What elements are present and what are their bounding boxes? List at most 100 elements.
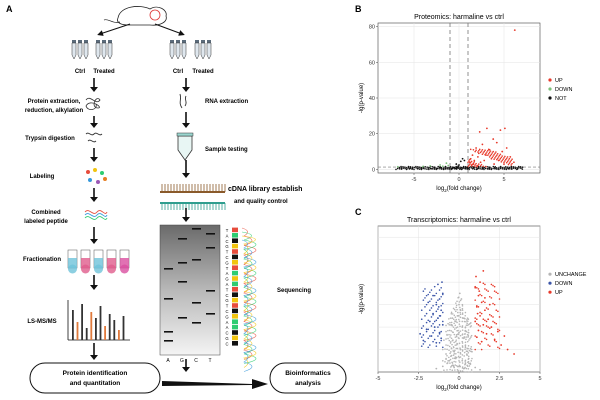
data-point-unchange <box>446 362 449 364</box>
data-point-up <box>488 295 491 298</box>
data-point-up <box>477 152 480 155</box>
data-point-not <box>462 167 465 169</box>
cdna-library-icon <box>160 184 226 210</box>
data-point-down <box>430 307 433 309</box>
data-point-up <box>493 285 496 288</box>
step-fractionation: Fractionation <box>23 257 61 263</box>
data-point-down <box>441 281 443 284</box>
data-point-unchange <box>468 349 471 352</box>
data-point-not <box>486 167 489 170</box>
data-point-down <box>419 332 422 335</box>
data-point-down <box>435 310 438 313</box>
data-point-not <box>510 168 513 170</box>
sample-tube-icon <box>83 40 89 60</box>
data-point-up <box>484 288 486 290</box>
data-point-down <box>424 288 426 290</box>
data-point-up <box>477 306 480 308</box>
data-point-unchange <box>470 369 473 371</box>
data-point-not <box>494 167 496 170</box>
data-point-unchange <box>457 329 459 332</box>
sequence-color-cell <box>232 270 238 276</box>
chromatogram-trace <box>241 227 257 372</box>
data-point-not <box>413 166 416 169</box>
data-point-up <box>493 153 495 156</box>
panel-letter-a: A <box>6 4 13 14</box>
data-point-down <box>440 337 443 340</box>
data-point-down <box>429 291 431 294</box>
data-point-unchange <box>445 353 447 355</box>
data-point-unchange <box>461 309 464 311</box>
data-point-unchange <box>461 342 464 344</box>
data-point-unchange <box>459 299 462 302</box>
left-tube-group <box>71 40 113 60</box>
data-point-up <box>479 161 482 164</box>
data-point-down <box>437 317 439 319</box>
data-point-not <box>415 167 417 169</box>
data-point-down <box>430 298 433 300</box>
left-treated-label: Treated <box>93 69 115 75</box>
data-point-down <box>437 308 439 310</box>
y-axis-label: -lg(p-value) <box>359 83 365 113</box>
data-point-down <box>430 325 433 327</box>
data-point-up <box>511 158 513 160</box>
data-point-unchange <box>461 320 464 323</box>
data-point-not <box>519 166 522 168</box>
gel-band <box>192 259 201 261</box>
data-point-down <box>425 330 428 333</box>
data-point-unchange <box>447 322 449 325</box>
data-point-unchange <box>444 360 446 363</box>
data-point-unchange <box>448 359 451 362</box>
data-point-unchange <box>446 334 448 336</box>
data-point-unchange <box>448 339 451 342</box>
protein-tangle-icon <box>85 97 101 110</box>
sequence-color-cell <box>232 265 238 270</box>
data-point-not <box>464 166 467 168</box>
data-point-up <box>504 160 506 162</box>
data-point-up <box>493 303 496 306</box>
data-point-up <box>472 148 475 151</box>
data-point-up <box>496 157 499 160</box>
data-point-not <box>398 166 401 169</box>
data-point-not <box>479 167 481 170</box>
data-point-down <box>445 162 448 165</box>
step-cdna-library-line1: cDNA library establish <box>228 186 302 193</box>
data-point-unchange <box>446 348 448 351</box>
data-point-down <box>425 303 428 306</box>
data-point-unchange <box>444 348 446 350</box>
data-point-up <box>470 164 473 166</box>
data-point-not <box>455 165 457 168</box>
data-point-unchange <box>459 316 462 319</box>
data-point-up <box>485 165 487 168</box>
data-point-up <box>474 348 477 351</box>
x-tick-label: -5 <box>412 177 417 183</box>
sequence-color-cell <box>232 233 238 238</box>
data-point-up <box>487 154 489 156</box>
data-point-down <box>440 286 442 289</box>
x-tick-label: 5 <box>538 376 541 382</box>
gel-band <box>164 331 173 333</box>
data-point-unchange <box>447 329 449 332</box>
data-point-up <box>492 155 495 157</box>
data-point-not <box>459 166 461 168</box>
data-point-not <box>426 166 428 168</box>
data-point-down <box>435 345 438 347</box>
data-point-unchange <box>456 326 459 328</box>
data-point-up <box>498 298 501 300</box>
data-point-not <box>499 167 502 170</box>
protein-box-line2: and quantitation <box>70 380 121 387</box>
data-point-up <box>496 158 498 161</box>
sequence-color-cell <box>232 341 238 346</box>
data-point-unchange <box>449 321 451 324</box>
ms-peak <box>81 304 83 340</box>
sequence-color-cell <box>232 276 238 281</box>
data-point-unchange <box>474 366 477 369</box>
data-point-unchange <box>459 306 461 309</box>
data-point-unchange <box>449 358 452 361</box>
gel-lane-label: T <box>208 358 211 364</box>
data-point-unchange <box>459 348 462 351</box>
data-point-not <box>402 166 404 168</box>
legend-swatch <box>548 290 552 294</box>
data-point-not <box>455 163 458 165</box>
sequence-letter: G <box>225 314 228 319</box>
sequence-letter: C <box>225 309 228 314</box>
